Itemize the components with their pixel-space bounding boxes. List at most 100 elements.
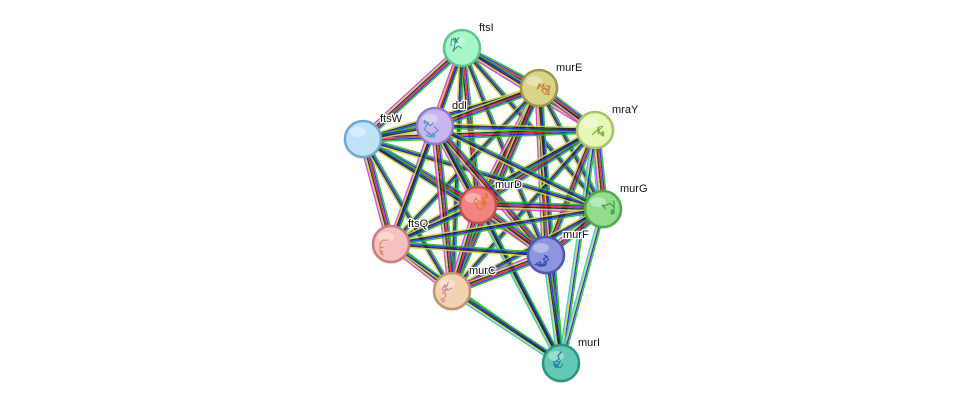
node-murD[interactable]: murD [458, 178, 523, 226]
edge-line [362, 136, 605, 208]
edge-mraY-ddl [434, 123, 596, 133]
node-label-murF: murF [563, 229, 589, 241]
edge-line [433, 125, 604, 211]
edge-line [433, 125, 452, 292]
edge-line [363, 48, 465, 142]
edge-line [435, 123, 605, 208]
node-circle[interactable] [519, 68, 559, 108]
node-circle[interactable] [526, 235, 566, 275]
edge-line [389, 127, 595, 243]
edge-line [362, 132, 596, 143]
node-highlight [378, 232, 394, 242]
edge-line [536, 87, 545, 256]
edge-line [450, 291, 561, 365]
node-highlight [350, 127, 366, 137]
edge-mraY-murI [558, 128, 598, 365]
edge-line [558, 128, 594, 364]
edge-line [534, 87, 543, 256]
edge-murD-murG [477, 200, 604, 214]
edge-line [430, 125, 449, 293]
edge-line [558, 207, 602, 364]
edge-line [477, 205, 604, 211]
edge-line [362, 130, 596, 142]
edge-line [434, 126, 596, 132]
edge-line [562, 208, 606, 365]
node-label-ftsQ: ftsQ [408, 218, 429, 230]
edge-line [450, 207, 604, 292]
edge-line [360, 45, 462, 139]
edge-line [435, 125, 454, 292]
protein-structure-icon [440, 281, 453, 303]
node-label-murE: murE [556, 62, 582, 74]
node-highlight [439, 279, 455, 289]
edge-line [390, 242, 547, 255]
edge-line [389, 125, 435, 245]
edge-line [477, 204, 562, 364]
edge-line [360, 139, 451, 293]
edge-line [390, 209, 604, 246]
edge-ftsW-murC [360, 137, 455, 293]
node-circle[interactable] [343, 119, 383, 159]
node-murE[interactable]: murE [519, 61, 584, 109]
edge-murG-ftsQ [389, 206, 605, 247]
edge-line [361, 85, 540, 138]
node-label-ddl: ddl [452, 100, 467, 112]
node-ddl[interactable]: ddl [415, 99, 468, 147]
edge-line [364, 137, 455, 291]
node-highlight [526, 76, 542, 86]
node-mraY[interactable]: mraY [575, 103, 640, 151]
protein-structure-icon [601, 200, 615, 215]
edge-line [452, 287, 564, 362]
edge-line [477, 202, 604, 208]
edge-line [462, 45, 606, 209]
node-label-mraY: mraY [612, 104, 639, 116]
protein-structure-icon [552, 351, 564, 369]
edge-ddl-murG [433, 123, 605, 212]
edge-line [452, 289, 563, 363]
node-murF[interactable]: murF [526, 228, 590, 276]
edge-line [387, 46, 460, 244]
edge-line [362, 47, 464, 141]
node-ftsI[interactable]: ftsI [442, 21, 495, 69]
node-highlight [582, 118, 598, 128]
node-circle[interactable] [458, 185, 498, 225]
node-ftsW[interactable]: ftsW [343, 112, 404, 160]
edge-line [449, 292, 561, 367]
edge-line [475, 204, 561, 365]
node-circle[interactable] [583, 189, 623, 229]
edge-murD-murI [474, 202, 565, 366]
node-murC[interactable]: murC [432, 264, 497, 312]
edge-line [434, 124, 596, 130]
node-ftsQ[interactable]: ftsQ [371, 217, 430, 265]
node-circle[interactable] [432, 271, 472, 311]
protein-structure-icon [536, 83, 551, 96]
edge-line [364, 50, 466, 143]
edge-ddl-murC [430, 124, 457, 293]
edge-line [433, 127, 603, 212]
protein-structure-icon [379, 239, 389, 256]
edge-line [361, 138, 453, 293]
node-circle[interactable] [415, 106, 455, 146]
node-label-ftsW: ftsW [380, 113, 403, 125]
edge-line [434, 123, 596, 129]
protein-structure-icon [423, 119, 439, 138]
node-label-murG: murG [620, 183, 648, 195]
node-circle[interactable] [371, 224, 411, 264]
node-circle[interactable] [575, 110, 615, 150]
edge-line [362, 137, 454, 292]
edge-line [390, 244, 547, 257]
edge-line [436, 123, 549, 255]
edge-line [478, 203, 564, 363]
protein-structure-icon [534, 254, 550, 267]
edge-line [451, 129, 597, 293]
edge-line [361, 140, 546, 258]
node-murI[interactable]: murI [541, 336, 601, 384]
edge-line [361, 46, 463, 140]
edge-line [474, 205, 560, 366]
edge-line [438, 124, 457, 292]
node-murG[interactable]: murG [583, 182, 649, 230]
node-circle[interactable] [541, 343, 581, 383]
edge-murC-murI [449, 287, 564, 367]
edge-line [388, 124, 434, 244]
